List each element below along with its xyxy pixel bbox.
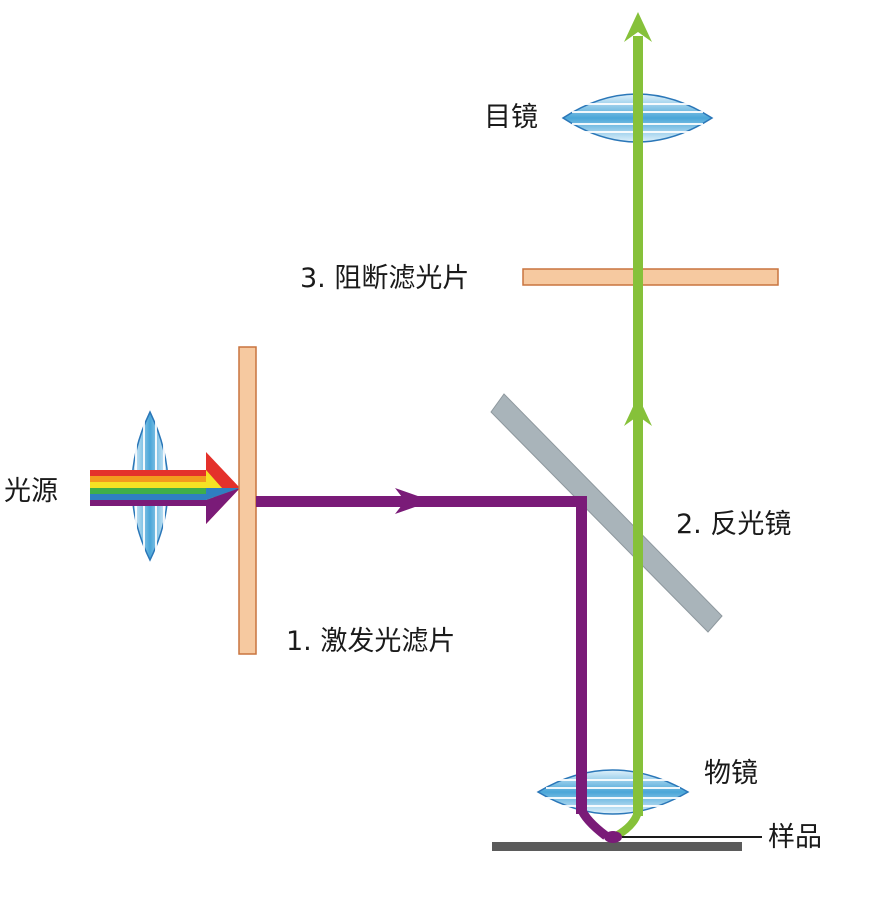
light-source-label: 光源 bbox=[4, 476, 58, 507]
emission-arrowhead-top bbox=[624, 12, 652, 42]
sample-stage bbox=[492, 842, 742, 851]
objective-label: 物镜 bbox=[704, 758, 758, 789]
excitation-arrowhead bbox=[395, 488, 432, 514]
excitation-beam bbox=[256, 488, 609, 840]
eyepiece-label: 目镜 bbox=[484, 102, 538, 133]
barrier-filter bbox=[522, 268, 779, 286]
objective-lens bbox=[536, 769, 690, 815]
sample-label: 样品 bbox=[768, 822, 822, 853]
dichroic-mirror-label: 2. 反光镜 bbox=[676, 509, 791, 540]
white-light-rainbow-arrow bbox=[90, 452, 240, 524]
barrier-filter-label: 3. 阻断滤光片 bbox=[300, 263, 469, 294]
excitation-filter-label: 1. 激发光滤片 bbox=[286, 626, 455, 657]
sample-specimen bbox=[604, 831, 622, 843]
emission-arrowhead-mid bbox=[624, 396, 652, 426]
excitation-filter bbox=[238, 346, 257, 655]
